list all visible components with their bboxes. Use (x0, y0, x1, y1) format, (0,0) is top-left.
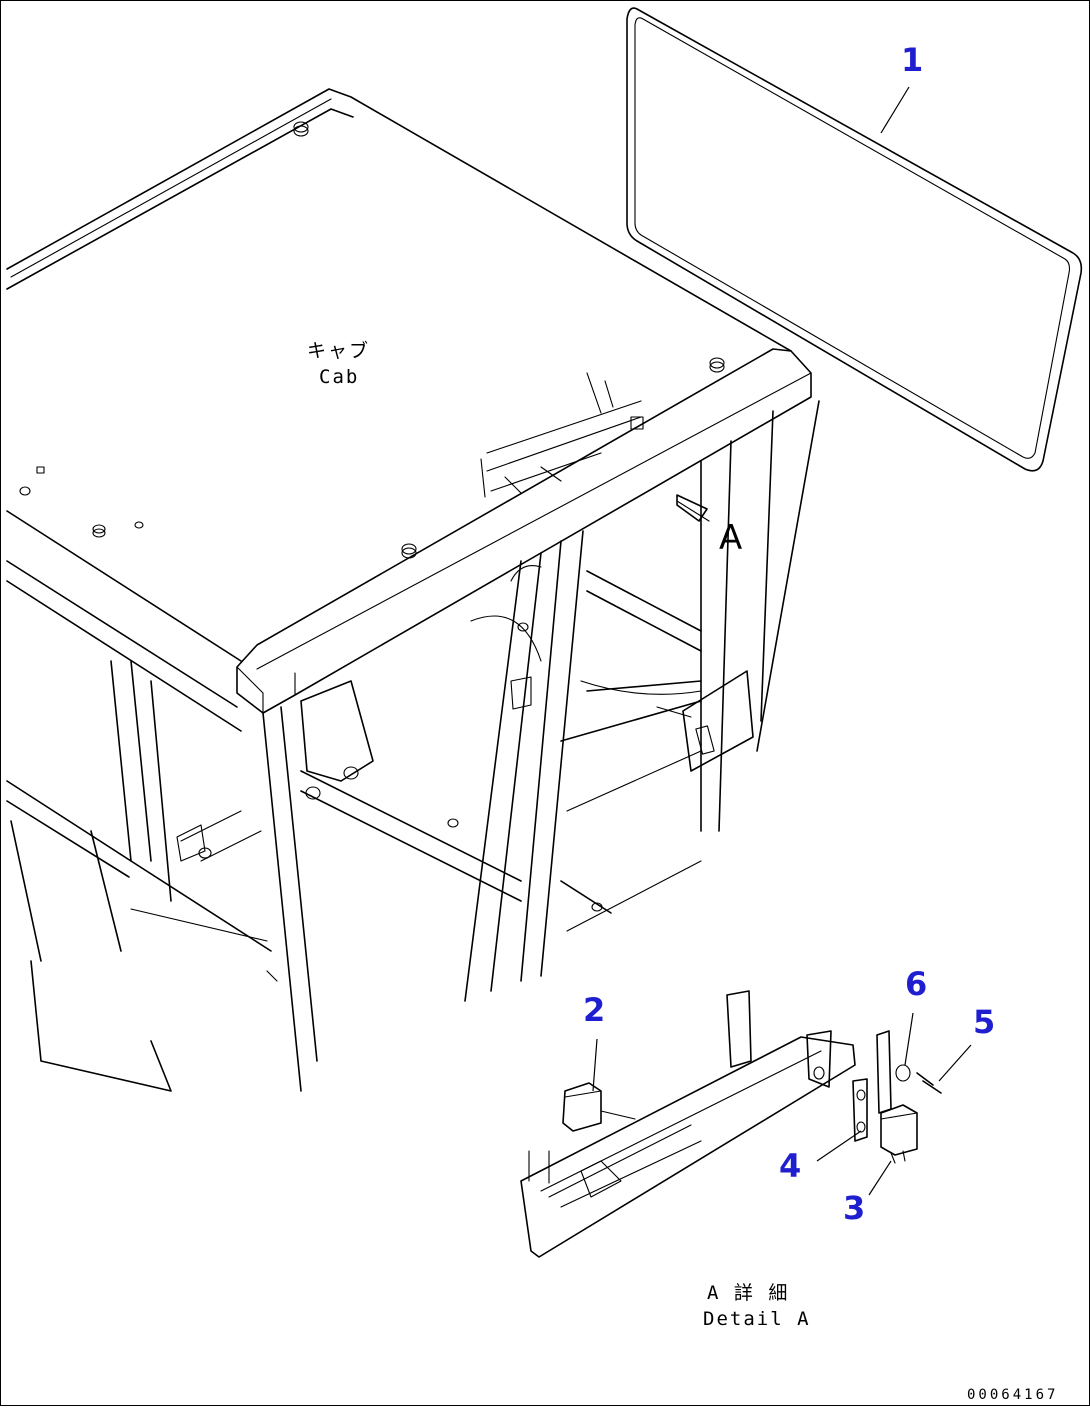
cab-label-en: Cab (319, 366, 359, 388)
cab-roof (6, 88, 812, 732)
callout-1: 1 (901, 41, 923, 79)
cab-label-jp: キャブ (307, 339, 370, 362)
callout-5: 5 (973, 1003, 995, 1041)
detail-a-bracket (520, 990, 856, 1258)
callout-2: 2 (583, 991, 605, 1029)
detail-label-jp: A 詳 細 (707, 1282, 789, 1304)
part-4-bracket (852, 1078, 868, 1142)
part-2-switch (562, 1082, 636, 1132)
view-marker: A (719, 518, 742, 558)
drawing-code: 00064167 (967, 1387, 1058, 1403)
callout-6: 6 (905, 965, 927, 1003)
cab-frame (6, 400, 820, 1092)
part-1-panel (626, 7, 1083, 472)
detail-label-en: Detail A (703, 1308, 811, 1330)
view-arrow-a: A (676, 494, 742, 558)
callout-4: 4 (779, 1147, 801, 1185)
leader-lines (592, 86, 972, 1196)
callout-3: 3 (843, 1189, 865, 1227)
part-3-relay (880, 1104, 918, 1164)
part-5-6-washer-screw (876, 1030, 942, 1114)
